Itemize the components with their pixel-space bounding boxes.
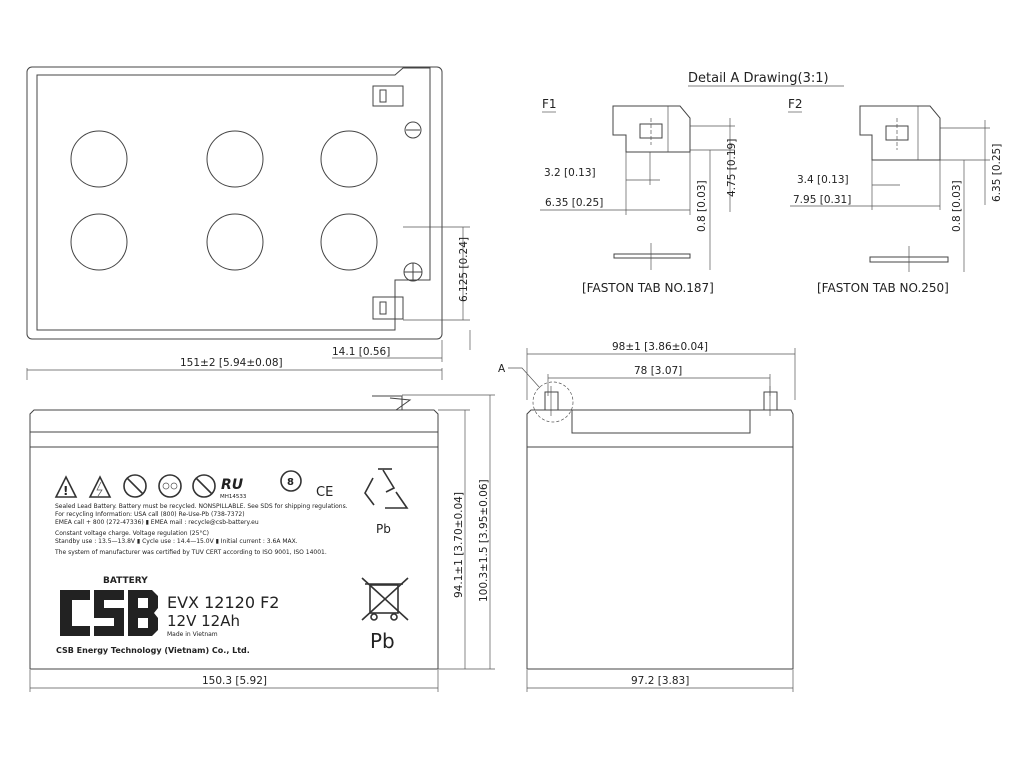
side-view: 98±1 [3.86±0.04] 78 [3.07] A 97.2 [3.83]: [498, 341, 796, 692]
front-height-1003: 100.3±1.5 [3.95±0.06]: [478, 479, 490, 602]
negative-symbol-icon: [404, 121, 422, 139]
no-flames-icon: [123, 474, 147, 498]
cell-cap: [70, 213, 128, 271]
label-line: Sealed Lead Battery. Battery must be rec…: [55, 503, 348, 510]
csb-logo: BATTERY: [60, 576, 158, 636]
detail-title: Detail A Drawing(3:1): [688, 71, 829, 86]
label-line: Constant voltage charge. Voltage regulat…: [55, 530, 209, 537]
side-terminal-dim: 78 [3.07]: [634, 365, 682, 377]
keep-away-children-icon: [192, 474, 216, 498]
top-view-outline: [26, 66, 443, 340]
front-height-941: 94.1±1 [3.70±0.04]: [453, 492, 465, 598]
front-terminal: [372, 395, 403, 410]
f1-label: F1: [542, 97, 557, 111]
recycle-icon: Pb: [364, 468, 409, 536]
f1-dim-08: 0.8 [0.03]: [696, 180, 708, 232]
f2-dim-635: 6.35 [0.25]: [991, 144, 1003, 202]
side-terminal-left: [544, 391, 559, 411]
recycle-pb: Pb: [376, 522, 391, 536]
callout-a: A: [498, 363, 506, 375]
bottom-terminal: [372, 296, 404, 320]
label-line: Standby use : 13.5—13.8V ▮ Cycle use : 1…: [55, 538, 298, 545]
front-body: [29, 446, 439, 670]
side-width-bottom: 97.2 [3.83]: [631, 675, 689, 687]
f2-dim-08: 0.8 [0.03]: [951, 180, 963, 232]
ul-logo-icon: RU: [221, 477, 244, 493]
f2-dim-34: 3.4 [0.13]: [797, 174, 849, 186]
label-line: For recycling Information: USA call (800…: [55, 511, 245, 518]
detail-f1: F1 3.2 [0.13] 6.35 [0.25] 0.8 [0.03] 4.7…: [540, 97, 738, 295]
detail-f2: F2 3.4 [0.13] 7.95 [0.31] 0.8 [0.03] 6.3…: [788, 97, 1003, 295]
cell-cap: [320, 213, 378, 271]
cell-cap: [70, 130, 128, 188]
top-terminal: [372, 85, 404, 107]
brand-battery: BATTERY: [103, 576, 148, 586]
svg-text:!: !: [63, 484, 68, 498]
side-lid-recess: [571, 409, 751, 434]
front-lid: [29, 409, 439, 448]
dim-6125: 6.125 [0.24]: [458, 237, 470, 302]
model-number: EVX 12120 F2: [167, 593, 279, 612]
f2-label: F2: [788, 97, 803, 111]
f1-terminal: [612, 105, 691, 153]
f2-terminal: [859, 105, 941, 161]
rating: 12V 12Ah: [167, 612, 240, 630]
f1-dim-32: 3.2 [0.13]: [544, 167, 596, 179]
top-terminal-slot: [379, 89, 387, 103]
detail-a-circle: [532, 381, 574, 423]
eye-protection-icon: [158, 474, 182, 498]
bottom-terminal-slot: [379, 301, 387, 315]
company: CSB Energy Technology (Vietnam) Co., Ltd…: [56, 646, 250, 655]
f1-tab-profile: [613, 253, 691, 259]
f1-caption: [FASTON TAB NO.187]: [582, 281, 714, 295]
top-view: 6.125 [0.24] 14.1 [0.56]: [26, 66, 471, 362]
cell-cap: [206, 213, 264, 271]
ul-mark: MH14533: [220, 494, 247, 500]
svg-text:8: 8: [287, 477, 294, 488]
bin-pb: Pb: [370, 629, 395, 653]
side-lid: [526, 409, 794, 448]
f1-dim-635: 6.35 [0.25]: [545, 197, 603, 209]
ul-recognized-icon: [280, 470, 302, 492]
side-width-top: 98±1 [3.86±0.04]: [612, 341, 708, 353]
front-width-bottom: 150.3 [5.92]: [202, 675, 267, 687]
side-terminal-right: [763, 391, 778, 411]
cell-cap: [206, 130, 264, 188]
ce-mark: CE: [316, 485, 333, 500]
dim-141: 14.1 [0.56]: [332, 346, 390, 358]
side-body: [526, 446, 794, 670]
origin: Made in Vietnam: [167, 631, 218, 638]
cell-cap: [320, 130, 378, 188]
warning-icons: ! RU MH14533 8 CE: [54, 470, 333, 500]
f2-dim-795: 7.95 [0.31]: [793, 194, 851, 206]
label-line: EMEA call + 800 (272-47336) ▮ EMEA mail …: [55, 519, 259, 526]
electric-shock-icon: [88, 475, 112, 498]
front-view: 151±2 [5.94±0.08] ! RU MH14533 8 CE: [26, 357, 495, 692]
detail-a: Detail A Drawing(3:1) F1 3.2 [0.13] 6.35…: [540, 71, 1003, 295]
label-line: The system of manufacturer was certified…: [54, 549, 327, 556]
crossed-bin-icon: Pb: [361, 577, 409, 653]
f1-dim-475: 4.75 [0.19]: [726, 139, 738, 197]
caution-triangle-icon: [54, 475, 78, 498]
top-view-inner-outline: [36, 67, 431, 331]
f2-caption: [FASTON TAB NO.250]: [817, 281, 949, 295]
front-width-top: 151±2 [5.94±0.08]: [180, 357, 283, 369]
